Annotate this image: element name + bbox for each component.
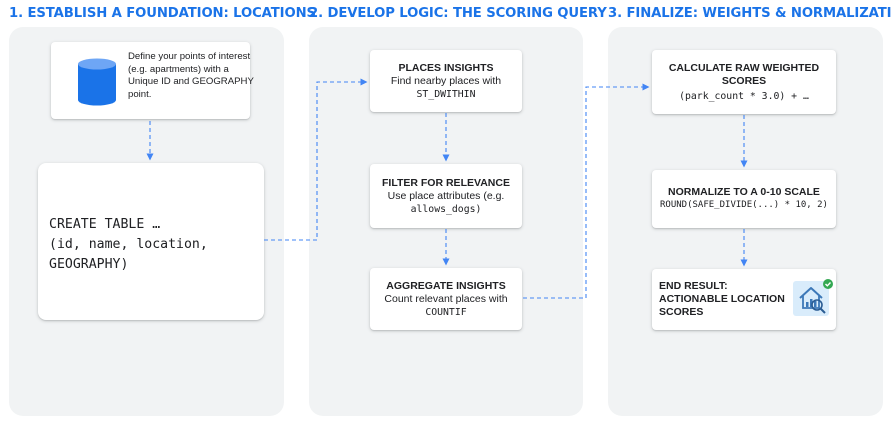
end-result-line-3: SCORES — [659, 306, 704, 318]
define-locations-card: Define your points of interest (e.g. apa… — [51, 42, 254, 119]
column-2-title: 2. DEVELOP LOGIC: THE SCORING QUERY — [309, 6, 607, 21]
aggregate-insights-title: AGGREGATE INSIGHTS — [386, 279, 506, 292]
code-line-1: CREATE TABLE … — [49, 217, 161, 232]
aggregate-insights-code: COUNTIF — [425, 306, 467, 318]
database-icon — [78, 58, 116, 106]
filter-relevance-title: FILTER FOR RELEVANCE — [382, 176, 510, 189]
raw-scores-title-2: SCORES — [721, 74, 767, 87]
create-table-card: CREATE TABLE … (id, name, location, GEOG… — [38, 163, 264, 320]
define-locations-text: Define your points of interest (e.g. apa… — [128, 51, 254, 100]
places-insights-card: PLACES INSIGHTS Find nearby places with … — [370, 50, 522, 112]
house-analytics-icon — [793, 279, 833, 316]
connector-table-to-places — [264, 78, 368, 241]
aggregate-insights-card: AGGREGATE INSIGHTS Count relevant places… — [370, 268, 522, 330]
normalize-card: NORMALIZE TO A 0-10 SCALE ROUND(SAFE_DIV… — [652, 170, 836, 228]
filter-relevance-text: Use place attributes (e.g. — [387, 189, 505, 202]
normalize-title: NORMALIZE TO A 0-10 SCALE — [668, 186, 820, 198]
raw-scores-code: (park_count * 3.0) + … — [679, 90, 809, 102]
end-result-card: END RESULT: ACTIONABLE LOCATION SCORES — [652, 269, 836, 330]
end-result-line-2: ACTIONABLE LOCATION — [659, 293, 785, 305]
places-insights-title: PLACES INSIGHTS — [398, 61, 494, 74]
create-table-code: CREATE TABLE … (id, name, location, GEOG… — [49, 215, 208, 275]
aggregate-insights-text: Count relevant places with — [384, 292, 508, 305]
raw-scores-title-1: CALCULATE RAW WEIGHTED — [668, 61, 820, 74]
code-line-3: GEOGRAPHY) — [49, 257, 129, 272]
places-insights-text: Find nearby places with — [390, 74, 502, 87]
end-result-label: END RESULT: ACTIONABLE LOCATION SCORES — [659, 280, 785, 319]
column-3-title: 3. FINALIZE: WEIGHTS & NORMALIZATION — [608, 6, 892, 21]
filter-relevance-card: FILTER FOR RELEVANCE Use place attribute… — [370, 164, 522, 228]
check-badge-icon — [823, 279, 833, 289]
places-insights-code: ST_DWITHIN — [416, 88, 476, 100]
code-line-2: (id, name, location, — [49, 237, 208, 252]
end-result-line-1: END RESULT: — [659, 280, 728, 292]
raw-scores-card: CALCULATE RAW WEIGHTED SCORES (park_coun… — [652, 50, 836, 114]
connector-aggregate-to-raw — [523, 83, 650, 299]
normalize-code: ROUND(SAFE_DIVIDE(...) * 10, 2) — [660, 200, 828, 210]
column-1-title: 1. ESTABLISH A FOUNDATION: LOCATIONS — [9, 6, 316, 21]
filter-relevance-code: allows_dogs) — [410, 203, 482, 215]
